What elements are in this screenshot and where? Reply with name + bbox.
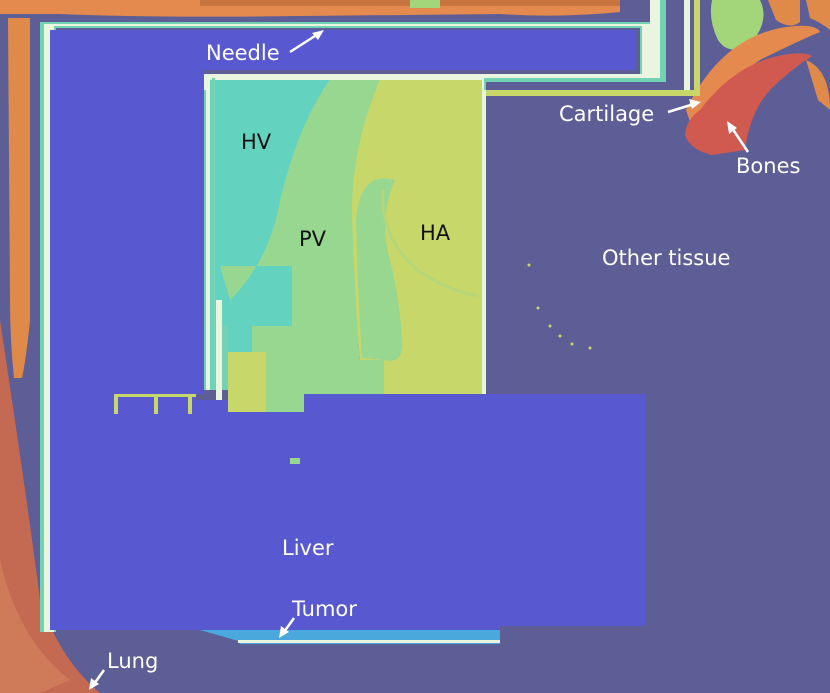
far-right-orange [806,0,830,30]
lung-label: Lung [107,649,159,673]
needle-label: Needle [206,41,280,65]
liver-spike-bar [114,394,196,397]
ha-small-block [228,352,266,412]
lung-edge [0,560,70,693]
tissue-dot [536,306,540,310]
pv-label: PV [299,227,327,251]
right-green-organ [710,0,764,50]
ha-label: HA [420,221,451,245]
needle-arrow [289,30,324,54]
lung-arrow [89,669,106,690]
cartilage-arrow [667,99,701,114]
needle-left-strip-c [216,300,222,400]
ha-pv-boundary [381,189,479,298]
liver-spike-1 [114,394,118,414]
right-orange-organ [768,0,800,26]
hepatic-vein-block-2 [228,326,252,352]
needle-right-edge [482,90,486,394]
liver-lower [50,344,646,640]
cartilage-label: Cartilage [559,102,655,126]
bones-arrow [727,121,750,153]
portal-vein-region [220,80,384,412]
other-tissue-label: Other tissue [602,246,731,270]
tumor-edge [238,640,500,643]
hepatic-artery-inner [356,178,403,361]
tissue-dot [548,324,552,328]
liver-spike-2 [154,394,158,414]
top-organ-green [410,0,440,8]
bones-region [685,53,812,155]
hepatic-vein-region [210,80,330,388]
lung-region [0,320,100,693]
right-edge-orange [806,60,830,110]
tissue-dot [527,263,531,267]
tissue-dot [588,346,592,350]
needle-vertical-line [684,0,690,90]
tumor-label: Tumor [292,597,357,621]
tissue-dot [558,334,562,338]
needle-left-strip-b [212,78,215,390]
liver-spike-4 [290,412,304,464]
tissue-dot [570,342,574,346]
left-cartilage-strip [8,18,30,378]
liver-spike-5 [290,458,300,464]
needle-left-strip-a [206,78,210,390]
hv-label: HV [241,130,272,154]
liver-region [50,30,636,414]
bones-label: Bones [736,154,801,178]
liver-label: Liver [282,536,334,560]
liver-spike-3 [188,394,192,414]
tumor-arrow [279,617,296,638]
